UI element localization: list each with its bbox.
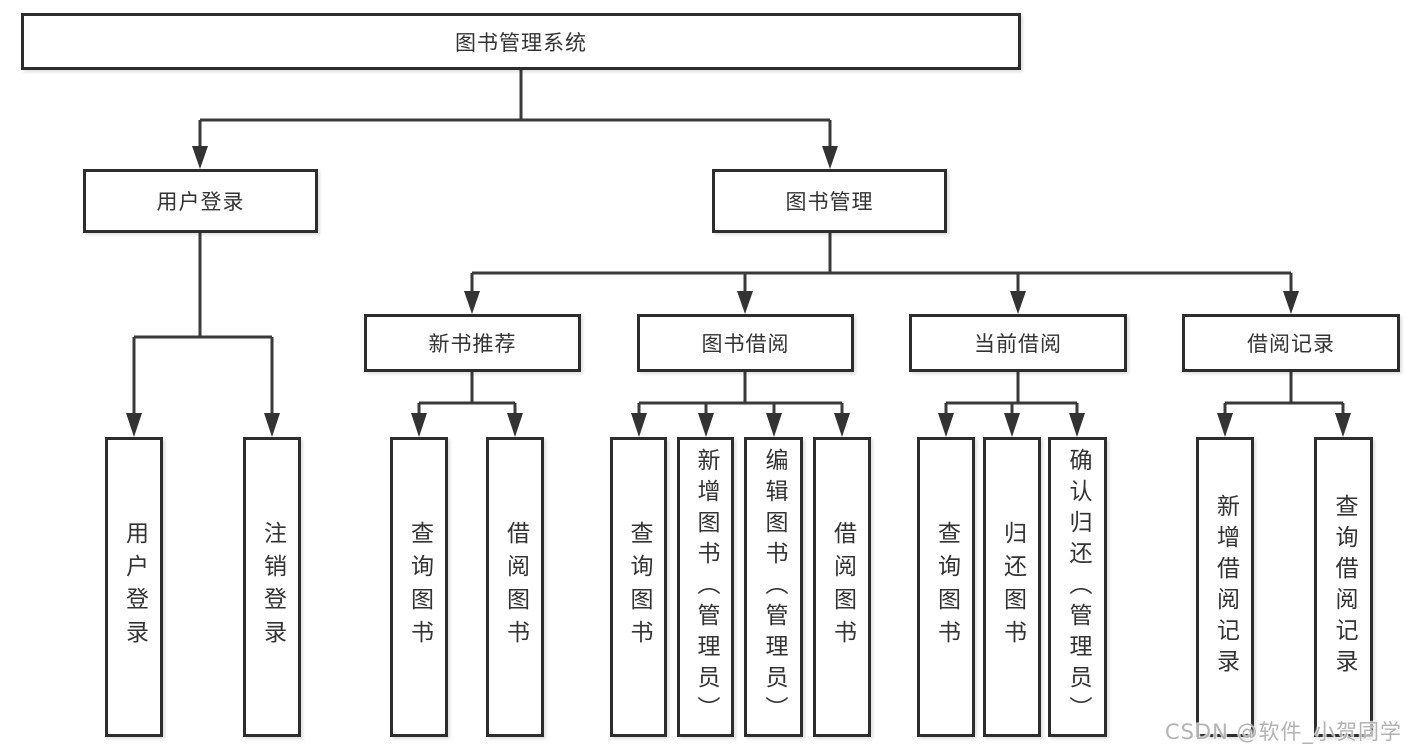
- node-user-login-label: 用户登录: [156, 190, 245, 214]
- node-current-borrow: 当前借阅: [909, 314, 1127, 372]
- leaf-edit-book: 编辑图书（管理员）: [744, 437, 803, 737]
- leaf-query-book-a: 查询图书: [390, 437, 448, 737]
- node-root: 图书管理系统: [21, 13, 1021, 70]
- leaf-edit-book-label: 编辑图书（管理员）: [761, 447, 787, 727]
- leaf-query-book-b-label: 查询图书: [626, 521, 652, 653]
- node-book-borrow: 图书借阅: [637, 314, 854, 372]
- node-root-label: 图书管理系统: [455, 30, 587, 55]
- leaf-logout-label: 注销登录: [259, 521, 286, 653]
- leaf-add-borrow-record-label: 新增借阅记录: [1212, 494, 1239, 680]
- leaf-query-book-a-label: 查询图书: [406, 521, 433, 653]
- leaf-logout: 注销登录: [243, 437, 301, 737]
- node-book-borrow-label: 图书借阅: [701, 332, 790, 356]
- leaf-borrow-book-b: 借阅图书: [813, 437, 871, 737]
- leaf-confirm-return-label: 确认归还（管理员）: [1065, 447, 1091, 727]
- node-user-login: 用户登录: [83, 169, 318, 233]
- watermark: CSDN @软件_小贺同学: [1164, 720, 1402, 744]
- leaf-query-book-b: 查询图书: [610, 437, 667, 737]
- leaf-query-book-c-label: 查询图书: [933, 521, 960, 653]
- node-borrow-records: 借阅记录: [1182, 314, 1400, 372]
- leaf-return-book-label: 归还图书: [999, 521, 1026, 653]
- node-borrow-records-label: 借阅记录: [1247, 332, 1335, 356]
- leaf-borrow-book-b-label: 借阅图书: [829, 521, 856, 653]
- leaf-borrow-book-a: 借阅图书: [486, 437, 544, 737]
- node-current-borrow-label: 当前借阅: [974, 332, 1062, 356]
- arrowheads: [126, 146, 1351, 437]
- node-book-mgmt: 图书管理: [712, 169, 947, 233]
- leaf-user-login: 用户登录: [105, 437, 163, 737]
- leaf-add-book-label: 新增图书（管理员）: [693, 447, 719, 727]
- leaf-query-borrow-record: 查询借阅记录: [1314, 437, 1373, 737]
- leaf-query-book-c: 查询图书: [917, 437, 975, 737]
- leaf-confirm-return: 确认归还（管理员）: [1048, 437, 1107, 737]
- leaf-user-login-label: 用户登录: [121, 521, 148, 653]
- leaf-borrow-book-a-label: 借阅图书: [502, 521, 529, 653]
- node-new-book-rec-label: 新书推荐: [428, 332, 517, 356]
- node-book-mgmt-label: 图书管理: [785, 190, 874, 214]
- leaf-return-book: 归还图书: [983, 437, 1041, 737]
- leaf-add-book: 新增图书（管理员）: [677, 437, 734, 737]
- leaf-query-borrow-record-label: 查询借阅记录: [1331, 494, 1357, 680]
- leaf-add-borrow-record: 新增借阅记录: [1196, 437, 1254, 737]
- node-new-book-rec: 新书推荐: [364, 314, 581, 372]
